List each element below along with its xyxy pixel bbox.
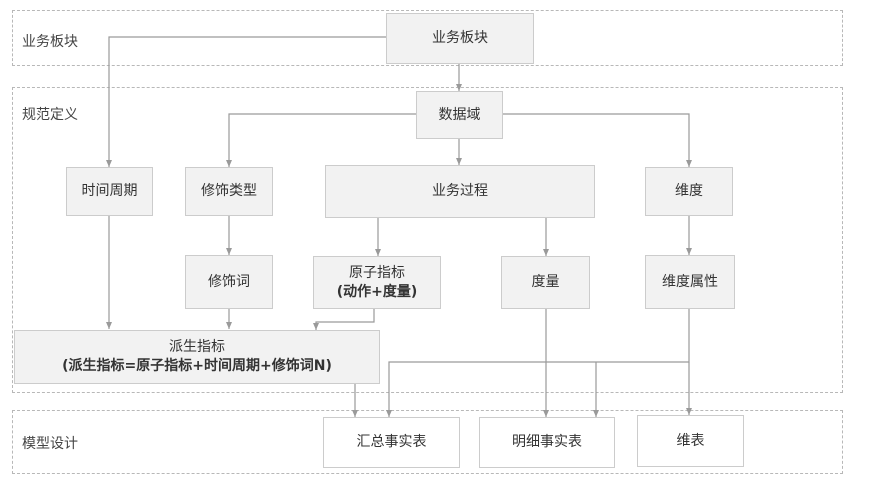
node-atomic-metric-formula: (动作+度量) <box>336 283 418 300</box>
node-detail-fact-table-label: 明细事实表 <box>512 434 582 451</box>
node-atomic-metric: 原子指标 (动作+度量) <box>313 256 441 309</box>
section-label-business: 业务板块 <box>22 34 78 50</box>
node-modifier-word-label: 修饰词 <box>208 273 250 290</box>
node-time-period-label: 时间周期 <box>81 183 138 200</box>
node-dimension-attr-label: 维度属性 <box>662 273 718 290</box>
node-dimension-attr: 维度属性 <box>645 255 735 309</box>
node-data-domain: 数据域 <box>416 91 503 139</box>
section-business <box>12 10 843 66</box>
node-business-block: 业务板块 <box>386 13 534 64</box>
node-modifier-word: 修饰词 <box>185 255 273 309</box>
node-derived-metric-label: 派生指标 <box>169 339 225 356</box>
node-dimension: 维度 <box>645 167 733 216</box>
node-dimension-table: 维表 <box>637 415 744 467</box>
node-modifier-type: 修饰类型 <box>185 167 273 216</box>
node-measure-label: 度量 <box>531 274 560 291</box>
node-time-period: 时间周期 <box>66 167 153 216</box>
node-business-process-label: 业务过程 <box>432 183 488 200</box>
node-measure: 度量 <box>501 256 590 309</box>
node-summary-fact-table: 汇总事实表 <box>323 417 460 468</box>
node-business-block-label: 业务板块 <box>432 30 488 47</box>
node-dimension-label: 维度 <box>675 183 703 200</box>
node-dimension-table-label: 维表 <box>676 432 705 449</box>
node-data-domain-label: 数据域 <box>438 106 481 123</box>
node-derived-metric: 派生指标 (派生指标=原子指标+时间周期+修饰词N) <box>14 330 380 384</box>
node-detail-fact-table: 明细事实表 <box>479 417 615 468</box>
node-summary-fact-table-label: 汇总事实表 <box>356 434 427 451</box>
node-derived-metric-formula: (派生指标=原子指标+时间周期+修饰词N) <box>62 358 332 374</box>
node-modifier-type-label: 修饰类型 <box>201 183 257 200</box>
section-label-model: 模型设计 <box>22 436 78 452</box>
section-label-spec: 规范定义 <box>22 107 78 123</box>
node-business-process: 业务过程 <box>325 165 595 218</box>
node-atomic-metric-label: 原子指标 <box>349 264 405 281</box>
